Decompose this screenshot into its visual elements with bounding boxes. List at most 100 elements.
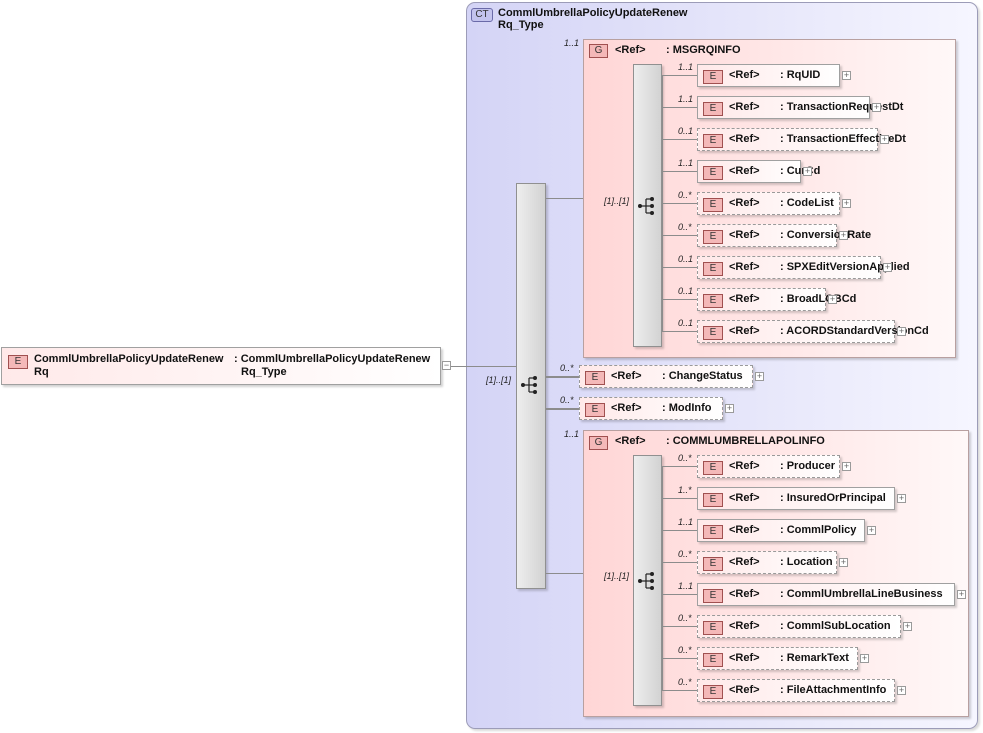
element-name: : RemarkText	[780, 652, 849, 664]
commlumb-element-fileattachmentinfo[interactable]: E<Ref>: FileAttachmentInfo	[697, 679, 895, 702]
connector-line	[662, 658, 697, 659]
middle-element-modinfo[interactable]: E<Ref>: ModInfo	[579, 397, 723, 420]
connector-line	[662, 267, 697, 268]
msgrq-element-acordstandardversioncd[interactable]: E<Ref>: ACORDStandardVersionCd	[697, 320, 929, 343]
sequence-icon	[521, 376, 537, 394]
connector-line	[662, 75, 663, 331]
element-badge: E	[703, 461, 723, 475]
collapse-minus-icon[interactable]: −	[442, 360, 451, 370]
sequence-icon	[638, 572, 654, 590]
msgrq-element-spxeditversionapplied[interactable]: E<Ref>: SPXEditVersionApplied	[697, 256, 910, 279]
element-ref-label: <Ref>	[729, 133, 760, 145]
expand-plus-icon[interactable]: +	[897, 326, 906, 336]
expand-plus-icon[interactable]: +	[897, 685, 906, 695]
msgrq-element-transactionrequestdt[interactable]: E<Ref>: TransactionRequestDt	[697, 96, 903, 119]
expand-plus-icon[interactable]: +	[872, 102, 881, 112]
complex-type-name-line1: CommlUmbrellaPolicyUpdateRenew	[498, 7, 688, 19]
element-badge: E	[703, 326, 723, 340]
commlumb-element-insuredorprincipal[interactable]: E<Ref>: InsuredOrPrincipal	[697, 487, 895, 510]
expand-plus-icon[interactable]: +	[842, 70, 851, 80]
element-cardinality: 0..1	[678, 254, 694, 264]
element-badge: E	[703, 685, 723, 699]
expand-plus-icon[interactable]: +	[839, 557, 848, 567]
element-ref-label: <Ref>	[729, 524, 760, 536]
commlumb-element-commlpolicy[interactable]: E<Ref>: CommlPolicy	[697, 519, 865, 542]
expand-plus-icon[interactable]: +	[883, 262, 892, 272]
expand-plus-icon[interactable]: +	[957, 589, 966, 599]
connector-line	[662, 530, 697, 531]
expand-plus-icon[interactable]: +	[880, 134, 889, 144]
element-ref-label: <Ref>	[729, 684, 760, 696]
msgrq-element-conversionrate[interactable]: E<Ref>: ConversionRate	[697, 224, 871, 247]
element-ref-label: <Ref>	[729, 101, 760, 113]
expand-plus-icon[interactable]: +	[755, 371, 764, 381]
element-ref-label: <Ref>	[729, 556, 760, 568]
element-cardinality: 1..*	[678, 485, 692, 495]
commlumb-element-location[interactable]: E<Ref>: Location	[697, 551, 837, 574]
commlumb-element-remarktext[interactable]: E<Ref>: RemarkText	[697, 647, 858, 670]
expand-plus-icon[interactable]: +	[903, 621, 912, 631]
msgrq-element-curcd[interactable]: E<Ref>: CurCd	[697, 160, 820, 183]
expand-plus-icon[interactable]: +	[839, 230, 848, 240]
element-name: : ConversionRate	[780, 229, 872, 241]
root-element[interactable]: E CommlUmbrellaPolicyUpdateRenew Rq : Co…	[1, 347, 441, 385]
connector-line	[546, 377, 579, 378]
expand-plus-icon[interactable]: +	[842, 461, 851, 471]
expand-plus-icon[interactable]: +	[860, 653, 869, 663]
connector-line	[451, 366, 516, 367]
element-cardinality: 1..1	[678, 158, 694, 168]
connector-line	[662, 75, 697, 76]
element-name: : RqUID	[780, 69, 821, 81]
msgrq-element-rquid[interactable]: E<Ref>: RqUID	[697, 64, 840, 87]
element-ref-label: <Ref>	[729, 492, 760, 504]
expand-plus-icon[interactable]: +	[842, 198, 851, 208]
element-cardinality: 0..*	[678, 222, 692, 232]
msgrq-sequence-cardinality: [1]..[1]	[604, 196, 630, 206]
expand-plus-icon[interactable]: +	[828, 294, 837, 304]
element-badge: E	[703, 653, 723, 667]
element-badge: E	[703, 230, 723, 244]
element-name: : ModInfo	[662, 402, 712, 414]
element-cardinality: 1..1	[678, 62, 694, 72]
element-name: : CodeList	[780, 197, 834, 209]
group-name: : MSGRQINFO	[666, 44, 741, 56]
connector-line	[662, 626, 697, 627]
expand-plus-icon[interactable]: +	[803, 166, 812, 176]
element-name: : InsuredOrPrincipal	[780, 492, 886, 504]
msgrq-element-transactioneffectivedt[interactable]: E<Ref>: TransactionEffectiveDt	[697, 128, 906, 151]
element-ref-label: <Ref>	[729, 325, 760, 337]
element-name: : CurCd	[780, 165, 821, 177]
root-element-name-line2: Rq	[34, 366, 49, 378]
element-name: : ChangeStatus	[662, 370, 743, 382]
element-badge: E	[703, 621, 723, 635]
connector-line	[662, 562, 697, 563]
commlumb-element-producer[interactable]: E<Ref>: Producer	[697, 455, 840, 478]
middle-element-changestatus[interactable]: E<Ref>: ChangeStatus	[579, 365, 753, 388]
group-badge: G	[589, 436, 608, 450]
msgrq-element-codelist[interactable]: E<Ref>: CodeList	[697, 192, 840, 215]
msgrq-element-broadlobcd[interactable]: E<Ref>: BroadLOBCd	[697, 288, 856, 311]
element-cardinality: 0..*	[678, 190, 692, 200]
element-name: : CommlPolicy	[780, 524, 857, 536]
element-badge: E	[703, 166, 723, 180]
connector-line	[662, 107, 697, 108]
element-name: : TransactionRequestDt	[780, 101, 904, 113]
expand-plus-icon[interactable]: +	[897, 493, 906, 503]
element-badge: E	[8, 355, 28, 369]
element-ref-label: <Ref>	[729, 69, 760, 81]
element-cardinality: 1..1	[678, 581, 694, 591]
element-cardinality: 0..*	[678, 677, 692, 687]
element-ref-label: <Ref>	[729, 197, 760, 209]
commlumb-element-commlsublocation[interactable]: E<Ref>: CommlSubLocation	[697, 615, 901, 638]
connector-line	[662, 171, 697, 172]
element-cardinality: 0..*	[678, 453, 692, 463]
connector-line	[662, 139, 697, 140]
element-ref-label: <Ref>	[729, 293, 760, 305]
expand-plus-icon[interactable]: +	[725, 403, 734, 413]
group-badge: G	[589, 44, 608, 58]
element-ref-label: <Ref>	[729, 460, 760, 472]
element-badge: E	[703, 134, 723, 148]
expand-plus-icon[interactable]: +	[867, 525, 876, 535]
connector-line	[662, 203, 697, 204]
commlumb-element-commlumbrellalinebusiness[interactable]: E<Ref>: CommlUmbrellaLineBusiness	[697, 583, 955, 606]
